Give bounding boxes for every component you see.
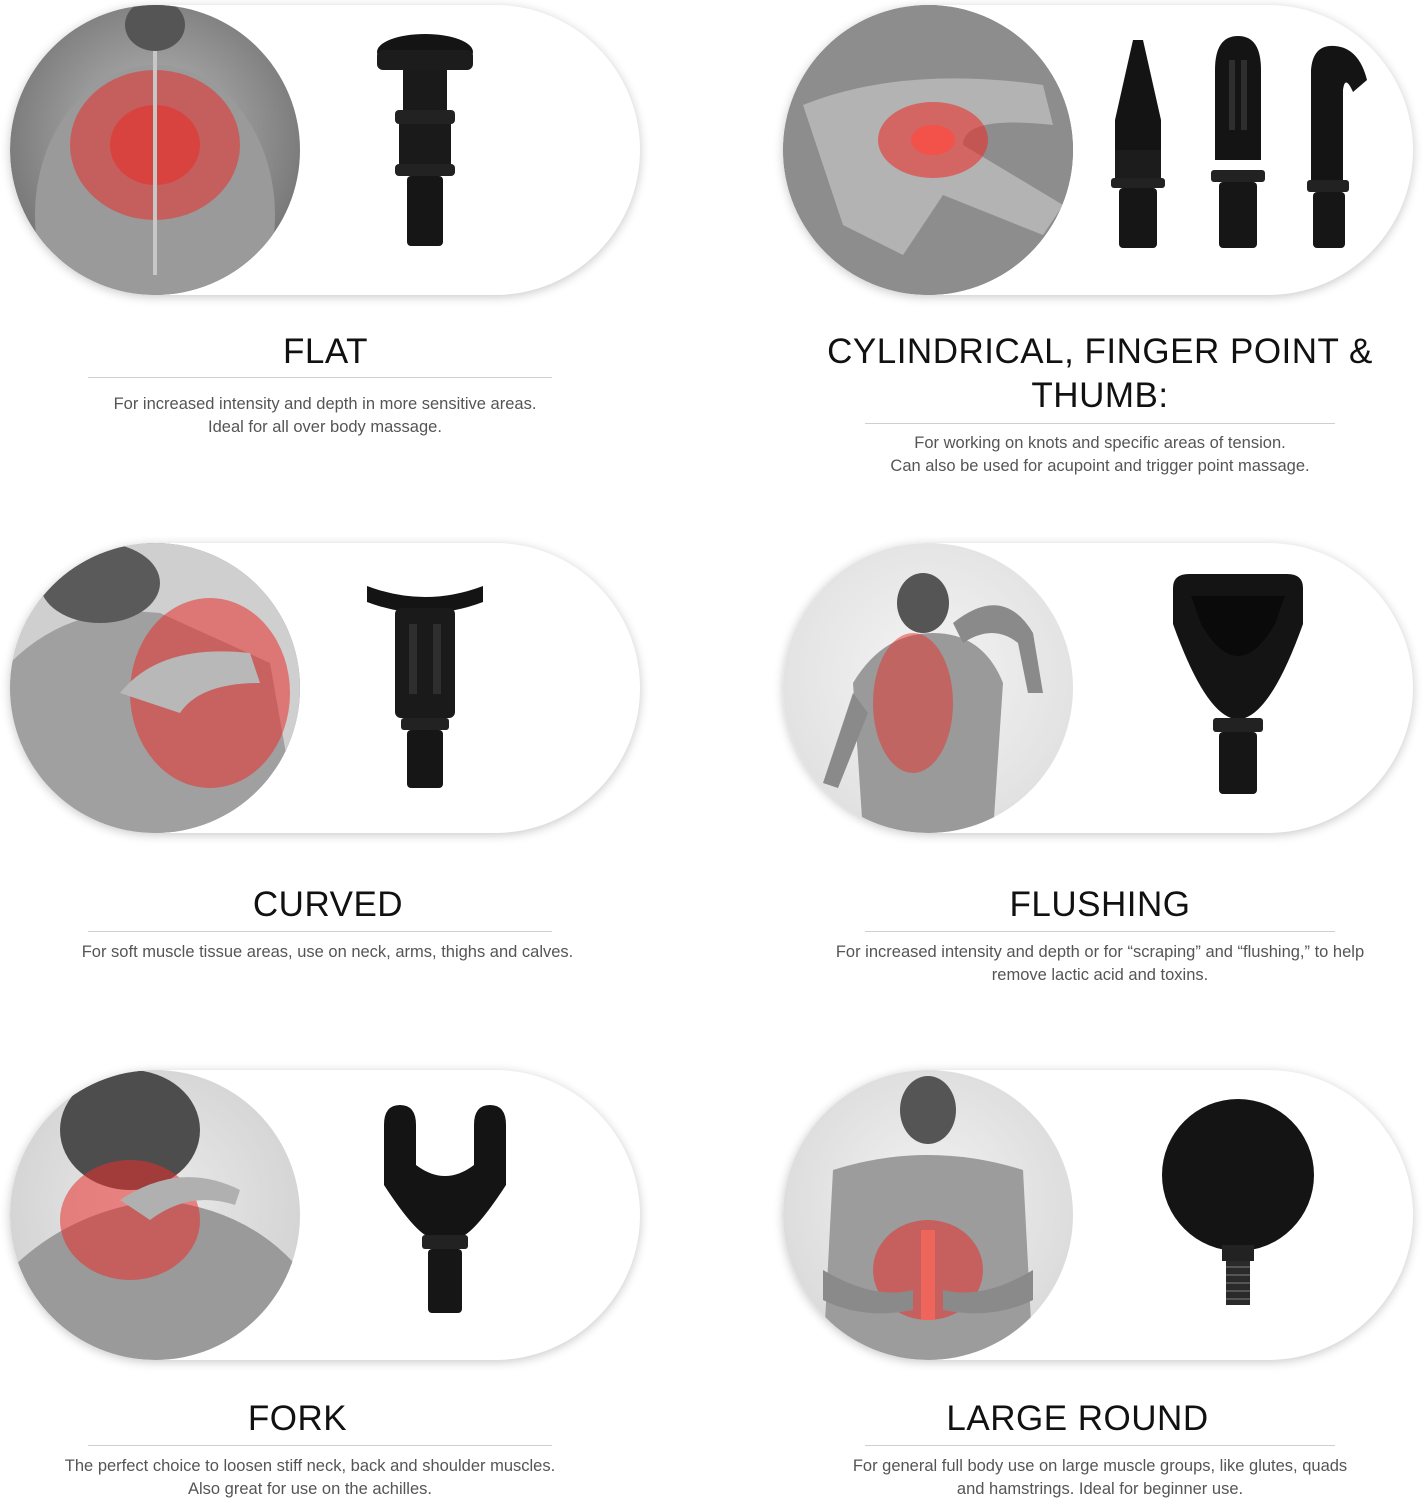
description-line: Ideal for all over body massage.	[208, 417, 442, 436]
card-flat	[10, 5, 640, 295]
attachment-title: FLAT	[283, 332, 368, 371]
description-line: and hamstrings. Ideal for beginner use.	[956, 1479, 1244, 1498]
lower-back-photo	[783, 1070, 1073, 1360]
divider	[88, 377, 552, 378]
attachment-description: For soft muscle tissue areas, use on nec…	[20, 941, 635, 964]
finger-point-attachment-image	[1203, 30, 1273, 270]
description-line: For soft muscle tissue areas, use on nec…	[81, 943, 574, 961]
attachment-title: FLUSHING	[1009, 885, 1191, 924]
description-line: For working on knots and specific areas …	[914, 434, 1286, 452]
description-line: Also great for use on the achilles.	[188, 1479, 432, 1498]
attachment-description: For increased intensity and depth in mor…	[40, 393, 610, 438]
attachment-description: The perfect choice to loosen stiff neck,…	[10, 1455, 610, 1500]
large-round-attachment-image	[1158, 1095, 1318, 1335]
description-line: For increased intensity and depth in mor…	[113, 395, 537, 413]
divider	[88, 931, 552, 932]
description-line: For general full body use on large muscl…	[852, 1457, 1348, 1475]
shoulder-photo	[10, 543, 300, 833]
attachment-description: For working on knots and specific areas …	[800, 432, 1400, 477]
description-line: For increased intensity and depth or for…	[835, 943, 1365, 961]
description-line: The perfect choice to loosen stiff neck,…	[64, 1457, 556, 1475]
curved-attachment-image	[365, 568, 485, 808]
palm-photo	[783, 5, 1073, 295]
upper-back-photo	[783, 543, 1073, 833]
card-cylindrical	[783, 5, 1413, 295]
neck-photo	[10, 1070, 300, 1360]
fork-attachment-image	[370, 1095, 520, 1335]
card-large-round	[783, 1070, 1413, 1360]
cylindrical-attachment-image	[1103, 30, 1173, 270]
attachment-description: For increased intensity and depth or for…	[795, 941, 1405, 986]
attachment-title: FORK	[247, 1399, 348, 1438]
divider	[865, 1445, 1335, 1446]
divider	[88, 1445, 552, 1446]
back-muscles-photo	[10, 5, 300, 295]
description-line: Can also be used for acupoint and trigge…	[890, 456, 1310, 475]
attachment-title: LARGE ROUND	[946, 1399, 1209, 1438]
attachment-title: CYLINDRICAL, FINGER POINT & THUMB:	[827, 332, 1373, 415]
description-line: remove lactic acid and toxins.	[991, 965, 1209, 984]
thumb-attachment-image	[1293, 30, 1373, 270]
card-fork	[10, 1070, 640, 1360]
attachment-description: For general full body use on large muscl…	[785, 1455, 1415, 1500]
card-flushing	[783, 543, 1413, 833]
flat-attachment-image	[375, 30, 475, 270]
divider	[865, 931, 1335, 932]
attachment-title: CURVED	[252, 885, 404, 924]
flushing-attachment-image	[1163, 568, 1313, 808]
divider	[865, 423, 1335, 424]
card-curved	[10, 543, 640, 833]
